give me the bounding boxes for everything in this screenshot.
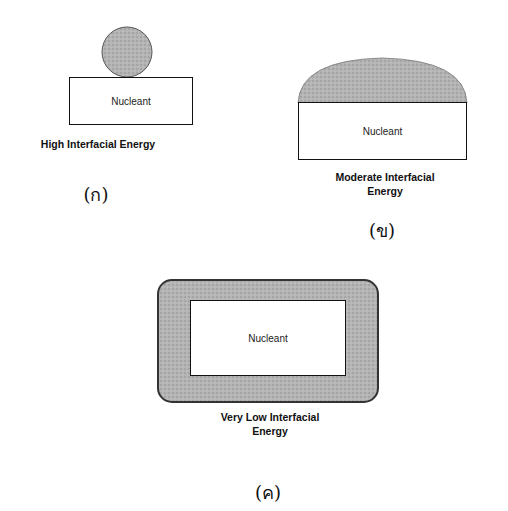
box-label: Nucleant — [111, 96, 150, 107]
nucleus-cap — [298, 58, 467, 103]
panel-caption: Very Low Interfacial Energy — [215, 410, 325, 438]
box-label: Nucleant — [248, 333, 287, 344]
nucleus-sphere — [102, 27, 152, 77]
panel-letter: (ค) — [238, 478, 298, 507]
nucleant-box: Nucleant — [298, 102, 467, 160]
panel-caption: High Interfacial Energy — [38, 137, 158, 151]
panel-letter: (ก) — [66, 180, 126, 209]
panel-letter: (ข) — [352, 216, 412, 245]
panel-caption: Moderate Interfacial Energy — [320, 170, 450, 198]
nucleus-layer — [158, 280, 378, 402]
nucleant-box: Nucleant — [190, 300, 346, 376]
box-label: Nucleant — [363, 126, 402, 137]
nucleant-box: Nucleant — [69, 77, 193, 125]
